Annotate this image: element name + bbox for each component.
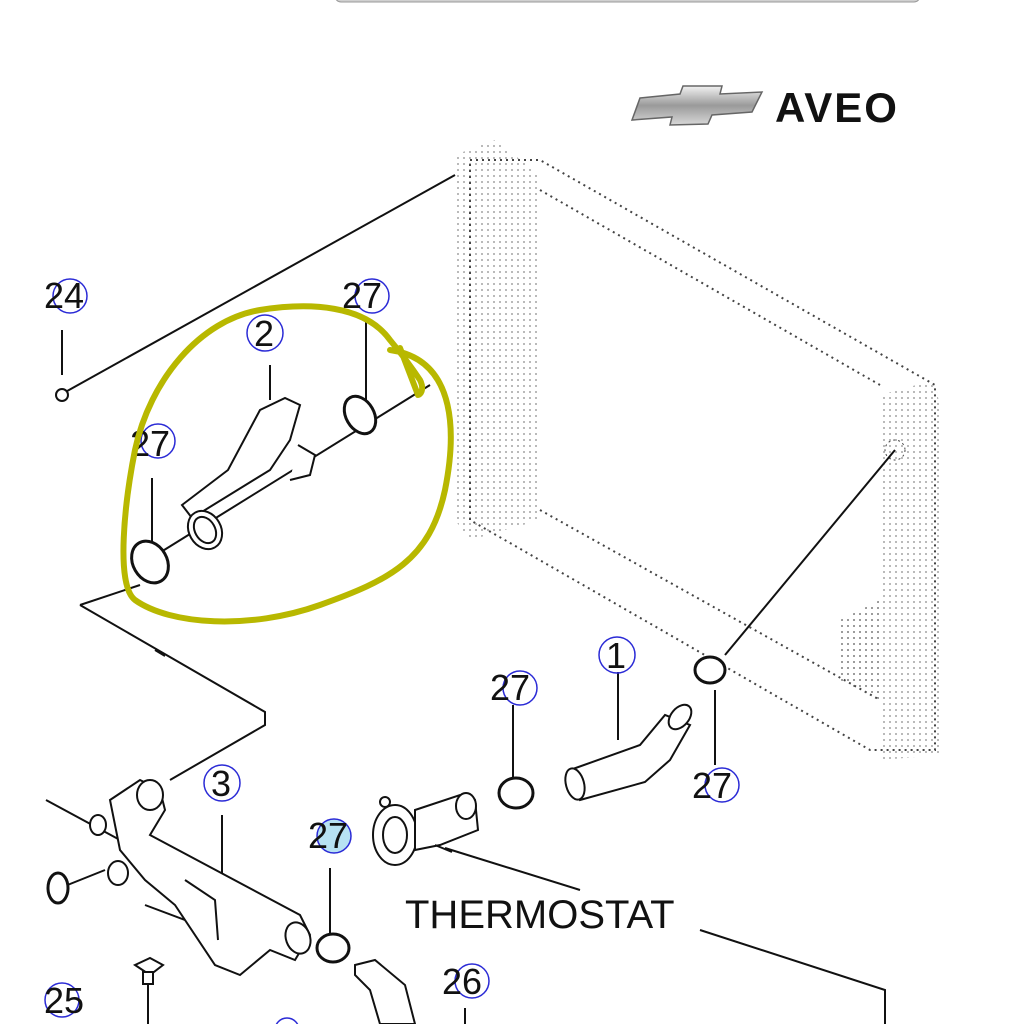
brand-name: AVEO [775, 84, 899, 131]
callout-24-number: 24 [44, 275, 84, 316]
callout-27-right: 27 [692, 765, 740, 806]
callout-27-low-number: 27 [308, 815, 348, 856]
thermostat-label: THERMOSTAT [405, 893, 675, 937]
callout-24: 24 [44, 275, 88, 316]
callout-1: 1 [598, 635, 636, 676]
callout-27-mid-number: 27 [490, 667, 530, 708]
callout-26: 26 [442, 961, 490, 1002]
callout-3-number: 3 [211, 763, 231, 804]
hose-bottom [354, 958, 417, 1024]
bolt-24 [55, 388, 69, 402]
top-bar [335, 0, 920, 3]
callout-26-number: 26 [442, 961, 482, 1002]
callout-25-number: 25 [44, 980, 84, 1021]
chevrolet-bowtie-icon [630, 85, 764, 126]
callout-27-low: 27 [308, 815, 352, 856]
hose-upper [180, 396, 317, 551]
callout-3: 3 [203, 763, 241, 804]
assembly-lines [45, 174, 896, 1024]
highlight-annotation [120, 303, 454, 625]
brand-logo: AVEO [630, 84, 899, 131]
thermostat-housing [372, 792, 480, 866]
bolt-25 [132, 956, 165, 985]
water-pipe [89, 778, 312, 977]
callout-25: 25 [44, 980, 84, 1021]
hose-clamp [46, 394, 727, 964]
callout-1-number: 1 [606, 635, 626, 676]
callout-2: 2 [246, 313, 284, 354]
callout-27-mid: 27 [490, 667, 538, 708]
radiator [455, 140, 942, 760]
hose-lower-right [564, 703, 693, 802]
callout-2-number: 2 [254, 313, 274, 354]
callout-27-right-number: 27 [692, 765, 732, 806]
callouts: 24 27 2 27 1 27 27 3 [44, 275, 740, 1024]
